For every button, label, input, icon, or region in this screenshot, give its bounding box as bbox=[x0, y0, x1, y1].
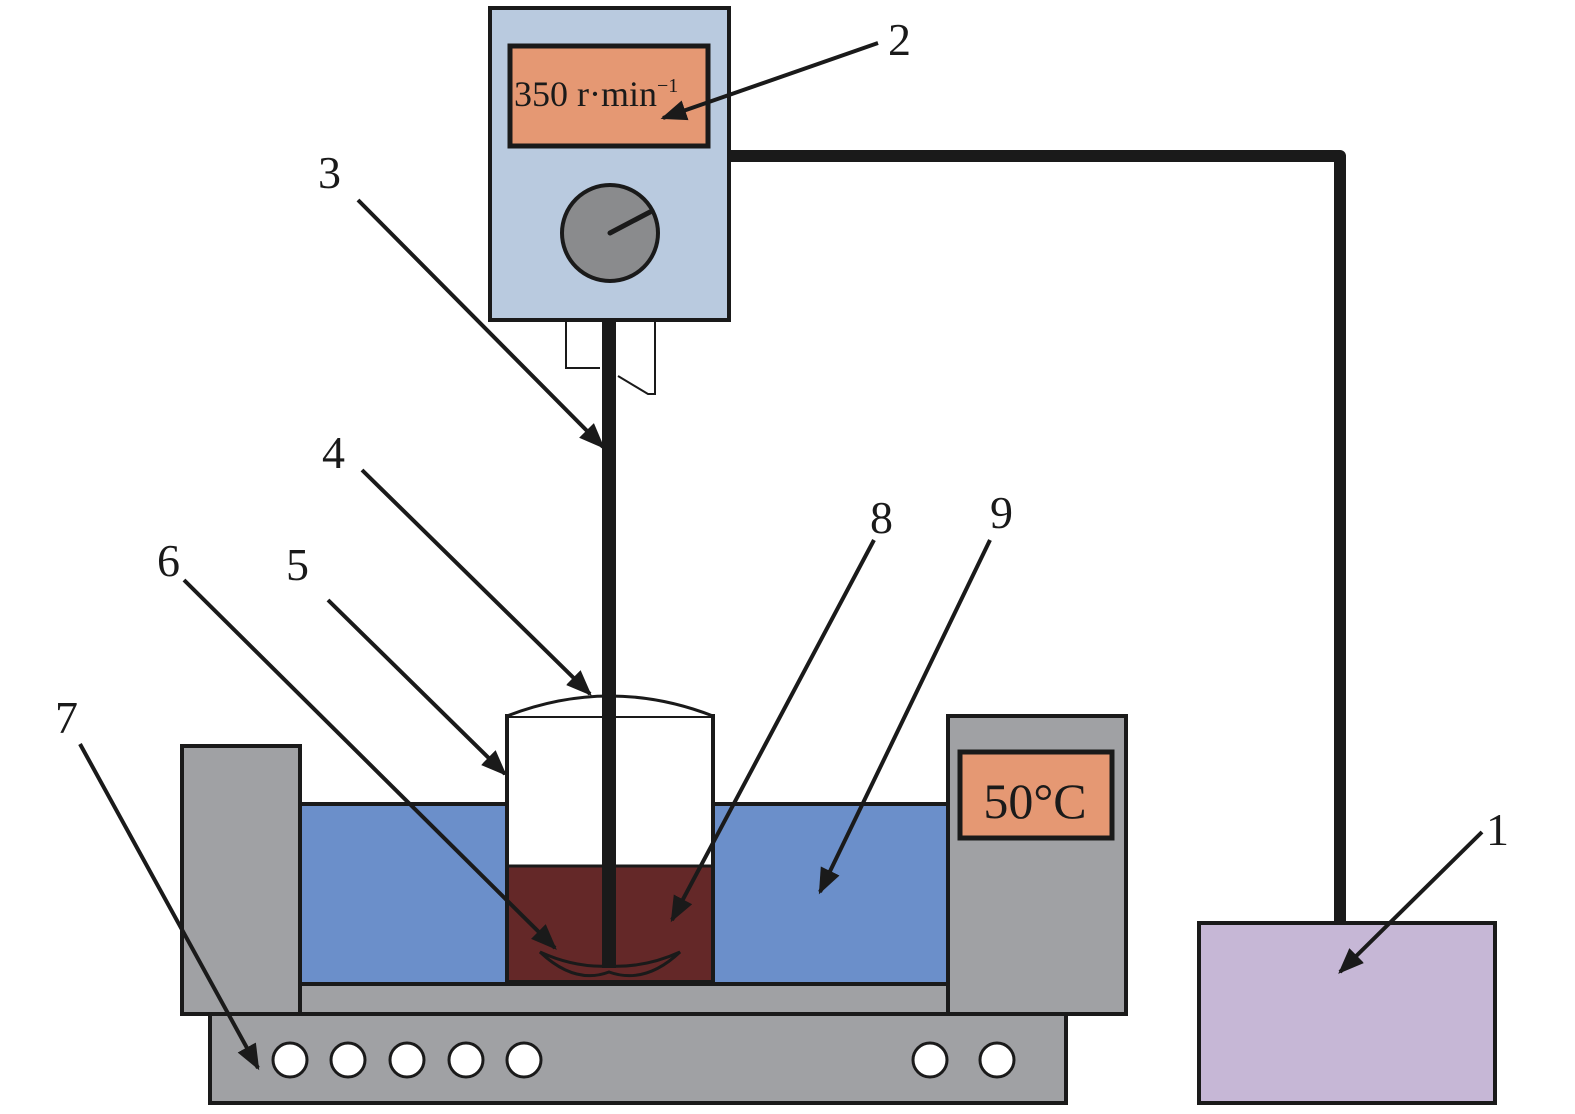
rod-chuck bbox=[617, 320, 656, 395]
callout-7: 7 bbox=[55, 692, 78, 743]
leader-9 bbox=[818, 539, 992, 895]
callout-8: 8 bbox=[870, 492, 893, 543]
callout-5: 5 bbox=[286, 539, 309, 590]
leader-2 bbox=[660, 41, 879, 121]
leader-8 bbox=[670, 539, 876, 923]
leader-4 bbox=[360, 468, 592, 696]
bath-left-wall bbox=[180, 744, 302, 1016]
indicator-light bbox=[447, 1041, 485, 1079]
leader-5 bbox=[326, 598, 507, 776]
callout-9: 9 bbox=[990, 487, 1013, 538]
callout-2: 2 bbox=[888, 14, 911, 65]
power-cable bbox=[728, 150, 1346, 925]
leader-6 bbox=[182, 578, 557, 950]
indicator-light bbox=[271, 1041, 309, 1079]
indicator-light bbox=[911, 1041, 949, 1079]
callout-6: 6 bbox=[157, 535, 180, 586]
indicator-light bbox=[329, 1041, 367, 1079]
base-indicator-lights bbox=[271, 1041, 1016, 1079]
impeller-blade bbox=[538, 950, 682, 978]
temperature-display bbox=[957, 749, 1115, 841]
knob-pointer bbox=[607, 209, 653, 236]
stirring-rod bbox=[602, 318, 616, 968]
speed-display bbox=[507, 43, 711, 149]
rod-chuck bbox=[565, 320, 600, 369]
temperature-text: 50°C bbox=[983, 773, 1086, 829]
power-supply-box bbox=[1197, 921, 1497, 1105]
indicator-light bbox=[978, 1041, 1016, 1079]
callout-3: 3 bbox=[318, 147, 341, 198]
leader-3 bbox=[356, 198, 605, 449]
leader-7 bbox=[78, 743, 260, 1071]
leader-1 bbox=[1338, 830, 1484, 974]
callout-leaders bbox=[78, 41, 1484, 1071]
indicator-light bbox=[505, 1041, 543, 1079]
bath-floor bbox=[298, 982, 950, 1016]
callout-4: 4 bbox=[322, 427, 345, 478]
indicator-light bbox=[388, 1041, 426, 1079]
speed-text: 350 r·min−1 bbox=[514, 74, 678, 114]
callout-1: 1 bbox=[1486, 804, 1509, 855]
